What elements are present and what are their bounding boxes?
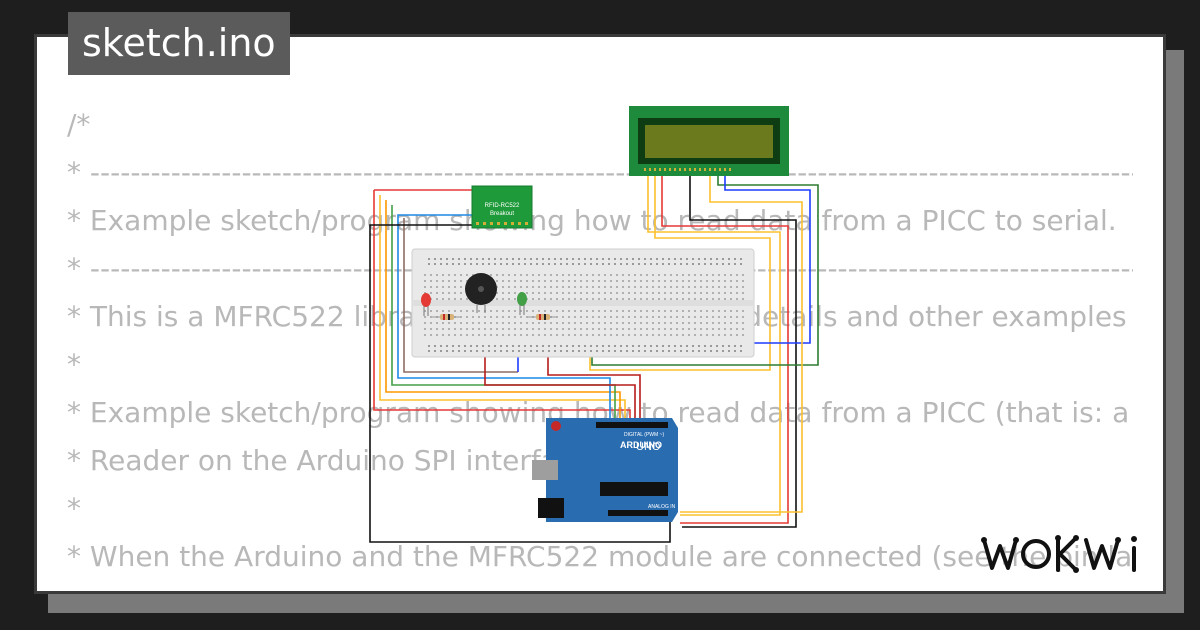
file-tab[interactable]: sketch.ino xyxy=(68,12,290,75)
wokwi-logo xyxy=(981,535,1137,573)
code-line: * Reader on the Arduino SPI interface. xyxy=(67,444,600,477)
green-led xyxy=(517,292,527,315)
code-line: * detects a... xyxy=(67,581,1133,591)
wires xyxy=(369,176,819,543)
buzzer xyxy=(465,273,497,313)
file-tab-label: sketch.ino xyxy=(82,21,276,65)
arduino-model: UNO xyxy=(636,441,661,453)
rfid-module: RFID-RC522 Breakout xyxy=(471,185,533,229)
arduino-digital-label: DIGITAL (PWM ~) xyxy=(624,432,664,438)
code-line: * xyxy=(67,348,81,381)
red-led xyxy=(421,293,431,316)
arduino-uno: ARDUINO UNO DIGITAL (PWM ~) ANALOG IN xyxy=(532,418,678,522)
lcd-display xyxy=(629,106,789,176)
breadboard xyxy=(411,248,755,358)
code-line: * Example sketch/program showing how to … xyxy=(67,204,1117,237)
code-line: * When the Arduino and the MFRC522 modul… xyxy=(67,540,1133,573)
resistor-1 xyxy=(432,314,460,320)
rfid-label: RFID-RC522 xyxy=(485,203,520,209)
code-line: * xyxy=(67,492,81,525)
resistor-2 xyxy=(528,314,556,320)
code-line: * --------------------------------------… xyxy=(67,156,1133,189)
rfid-sublabel: Breakout xyxy=(490,211,514,217)
code-line: /* xyxy=(67,108,91,141)
arduino-logo-text: ARDUINO xyxy=(620,440,662,450)
arduino-analog-label: ANALOG IN xyxy=(648,504,676,510)
